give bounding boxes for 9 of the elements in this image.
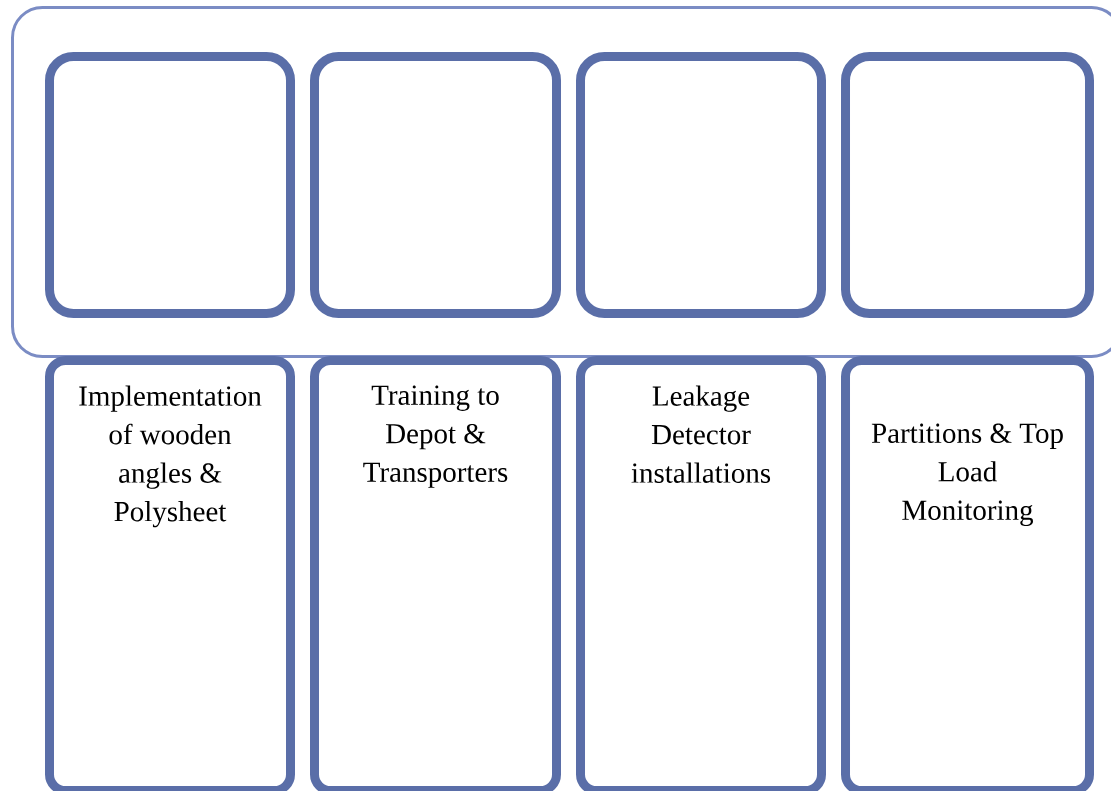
rounded-box [45,52,295,318]
text-box: Partitions & Top Load Monitoring [841,356,1094,791]
text-box: Implementation of wooden angles & Polysheet [45,356,295,791]
rounded-box [576,52,826,318]
rounded-box [310,52,561,318]
panel-frame [11,6,1111,358]
text-box: Leakage Detector installations [576,356,826,791]
rounded-box [841,52,1094,318]
text-box: Training to Depot & Transporters [310,356,561,791]
